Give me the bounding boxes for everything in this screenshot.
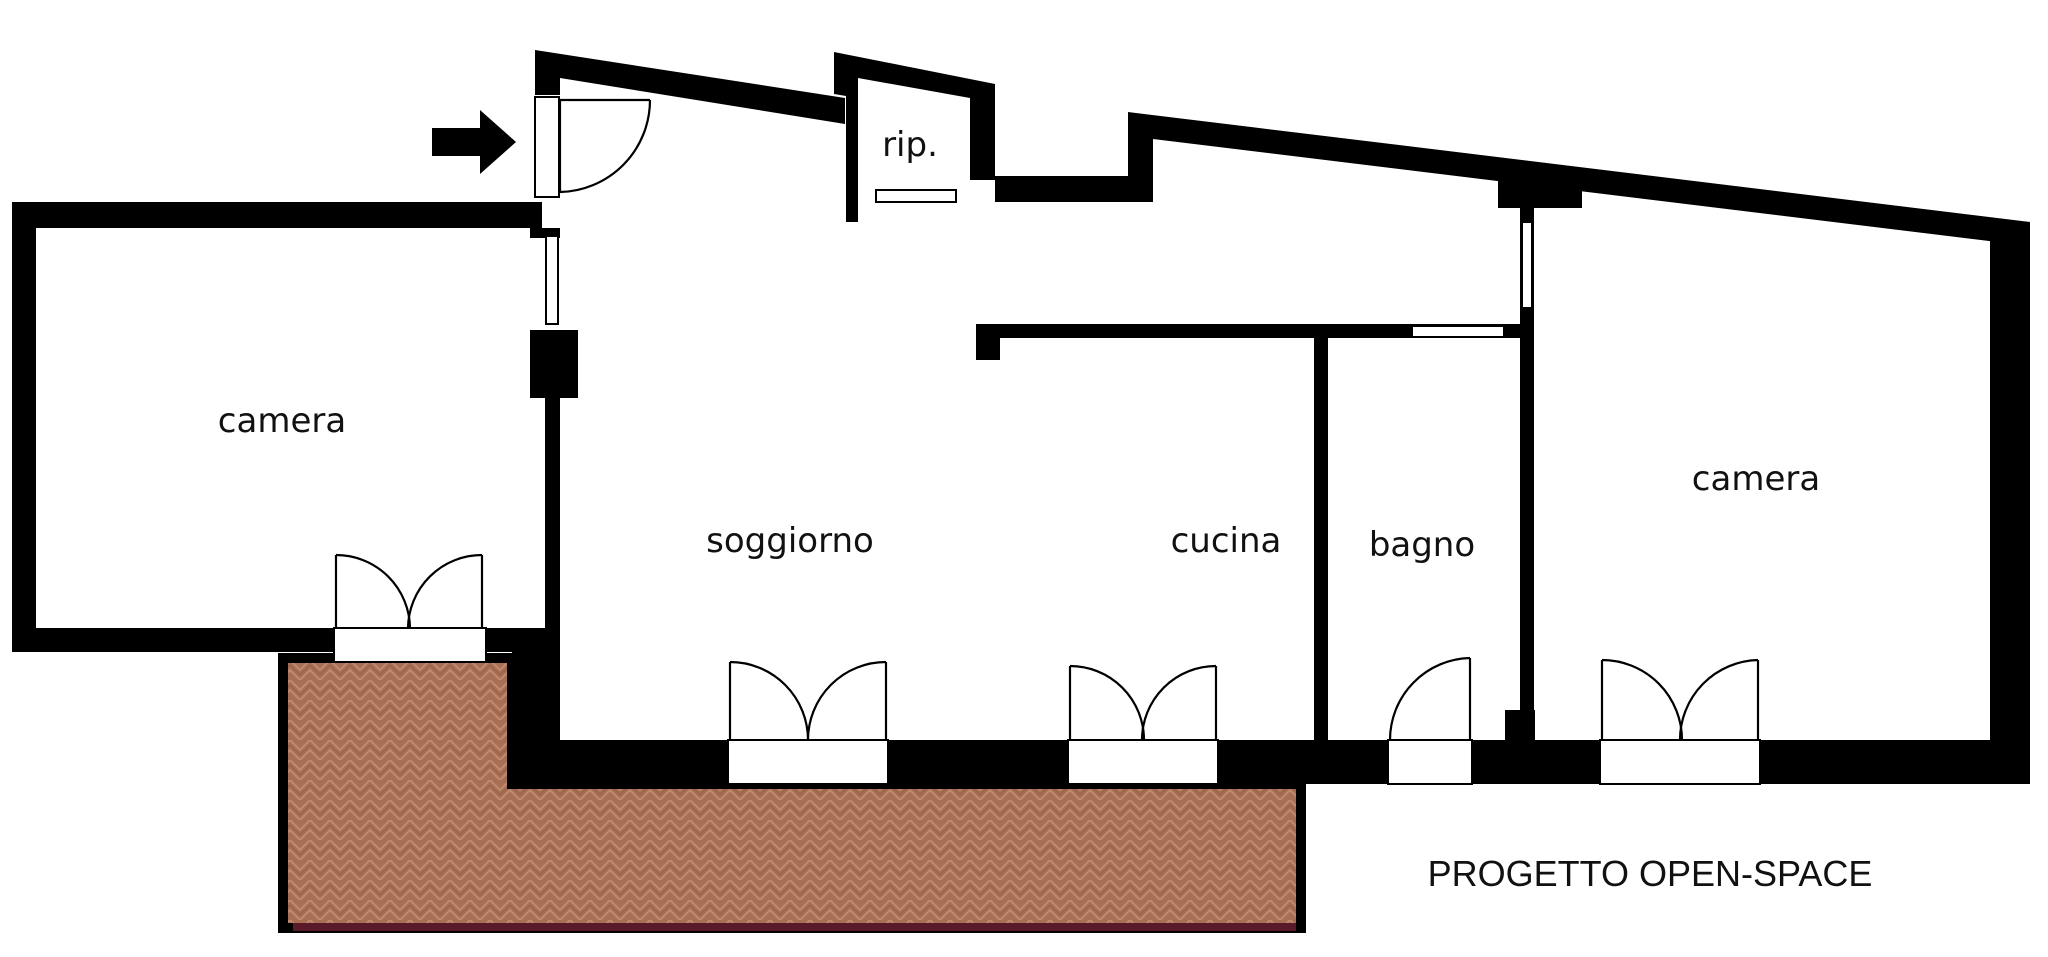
terrace: [278, 653, 1306, 933]
plan-caption: PROGETTO OPEN-SPACE: [1428, 853, 1873, 894]
window-right-camera: [1521, 221, 1533, 309]
wall-top-middle: [995, 176, 1135, 202]
label-bagno: bagno: [1369, 525, 1475, 565]
window-camera-right: [1599, 739, 1761, 785]
wall-pillar-left: [530, 330, 578, 398]
window-bagno: [1387, 739, 1473, 785]
wall-corridor: [976, 324, 1534, 338]
wall-right-outer: [1990, 222, 2030, 784]
walls: [12, 50, 2030, 784]
wall-top-right: [1128, 112, 2030, 246]
label-cucina: cucina: [1171, 521, 1282, 561]
label-camera-left: camera: [218, 401, 346, 441]
entrance-arrow-icon: [432, 110, 516, 174]
window-camera-left-terrace: [333, 627, 487, 663]
wall-left-top: [12, 202, 542, 228]
wall-kitchen-bath: [1314, 338, 1328, 740]
label-camera-right: camera: [1692, 459, 1820, 499]
window-soggiorno: [727, 739, 889, 785]
wall-left-outer: [12, 202, 36, 652]
wall-pillar-right: [1498, 180, 1582, 208]
door-swings: [334, 98, 1760, 741]
label-soggiorno: soggiorno: [706, 521, 874, 561]
window-bath: [1411, 325, 1505, 338]
entrance-door-frame: [534, 96, 560, 198]
openings: [333, 96, 1761, 785]
window-left-camera: [545, 235, 559, 325]
label-ripostiglio: rip.: [882, 125, 938, 165]
window-storage: [875, 189, 957, 203]
window-cucina: [1067, 739, 1219, 785]
wall-left-bottom-a: [12, 628, 336, 652]
